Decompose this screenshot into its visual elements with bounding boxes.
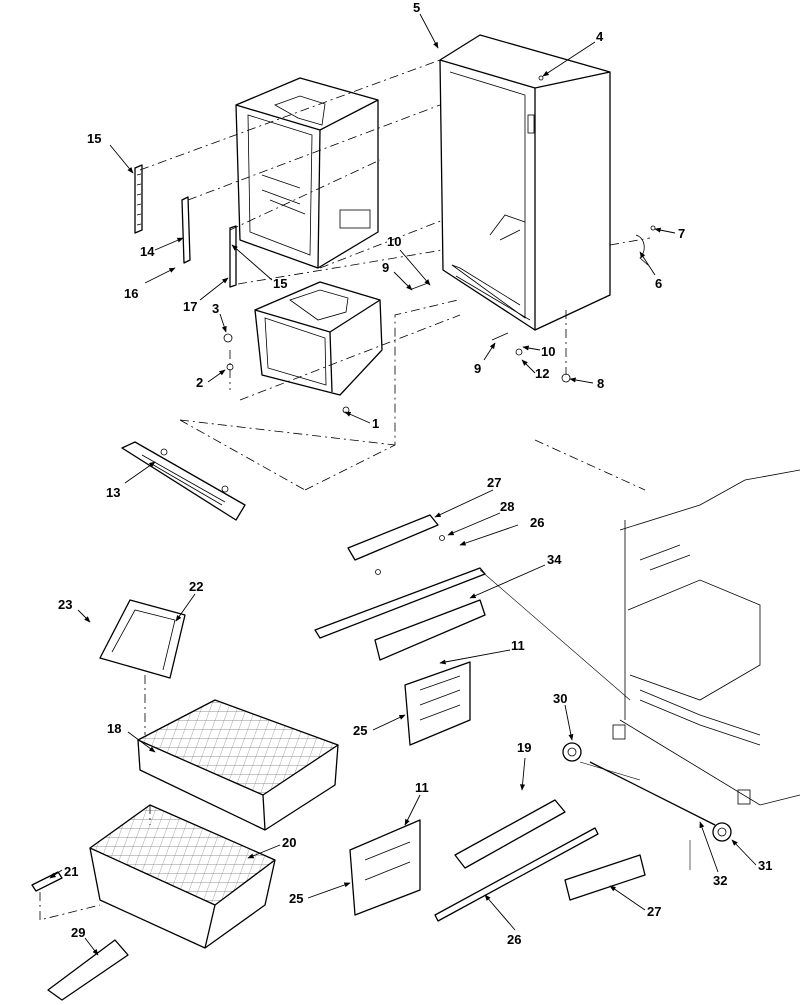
callout-8: 8: [597, 376, 604, 391]
callout-17: 17: [183, 299, 197, 314]
callout-14: 14: [140, 244, 155, 259]
callout-32: 32: [713, 873, 727, 888]
callout-25b: 25: [289, 891, 303, 906]
callout-2: 2: [196, 375, 203, 390]
callout-11a: 11: [511, 638, 525, 653]
leader-lines: [479, 569, 691, 870]
cabinet-partial-view: [612, 469, 800, 806]
shaft-32: [589, 761, 716, 826]
drawer-cover-13: [121, 441, 246, 521]
callout-9b: 9: [474, 361, 481, 376]
callout-10a: 10: [387, 234, 401, 249]
callout-11b: 11: [415, 780, 429, 795]
callout-1: 1: [372, 416, 379, 431]
callout-16: 16: [124, 286, 138, 301]
upper-liner: [235, 77, 379, 269]
callout-15b: 15: [273, 276, 287, 291]
callout-23: 23: [58, 597, 72, 612]
handle-21: [31, 871, 63, 892]
wire-basket-20: [89, 804, 276, 949]
callout-arrows: [49, 13, 757, 956]
callout-29: 29: [71, 925, 85, 940]
callout-7: 7: [678, 226, 685, 241]
callout-18: 18: [107, 721, 121, 736]
callout-5: 5: [413, 0, 420, 15]
callout-3: 3: [212, 301, 219, 316]
callout-4: 4: [596, 29, 604, 44]
bracket-25-upper: [404, 661, 471, 746]
wire-basket-18: [137, 699, 339, 831]
slide-rails-upper: [314, 514, 486, 661]
divider-22: [99, 599, 186, 679]
callout-6: 6: [655, 276, 662, 291]
gear-30: [562, 742, 582, 762]
callout-27b: 27: [647, 904, 661, 919]
callout-10b: 10: [541, 344, 555, 359]
callout-20: 20: [282, 835, 296, 850]
rail-26-lower: [434, 827, 599, 922]
rail-19: [454, 799, 566, 869]
side-rails: [134, 164, 237, 288]
lower-bin-housing: [254, 281, 383, 396]
callout-22: 22: [189, 579, 203, 594]
callout-30: 30: [553, 691, 567, 706]
bracket-27-lower: [564, 854, 646, 901]
callout-13: 13: [106, 485, 120, 500]
callout-26b: 26: [507, 932, 521, 947]
callout-27a: 27: [487, 475, 501, 490]
assembly-lines: [39, 59, 651, 921]
callout-19: 19: [517, 740, 531, 755]
callout-9a: 9: [382, 260, 389, 275]
cabinet: [439, 34, 611, 331]
callout-21: 21: [64, 864, 78, 879]
callout-26a: 26: [530, 515, 544, 530]
callout-31: 31: [758, 858, 772, 873]
callout-12: 12: [535, 366, 549, 381]
callout-28: 28: [500, 499, 514, 514]
divider-29: [47, 939, 129, 1001]
bracket-25-lower: [349, 819, 421, 916]
callout-labels: 1 2 3 4 5 6 7 8 9 9 10 10 11 11 12 13 14…: [58, 0, 772, 947]
callout-34: 34: [547, 552, 562, 567]
callout-25a: 25: [353, 723, 367, 738]
callout-15a: 15: [87, 131, 101, 146]
gear-31: [712, 822, 732, 842]
